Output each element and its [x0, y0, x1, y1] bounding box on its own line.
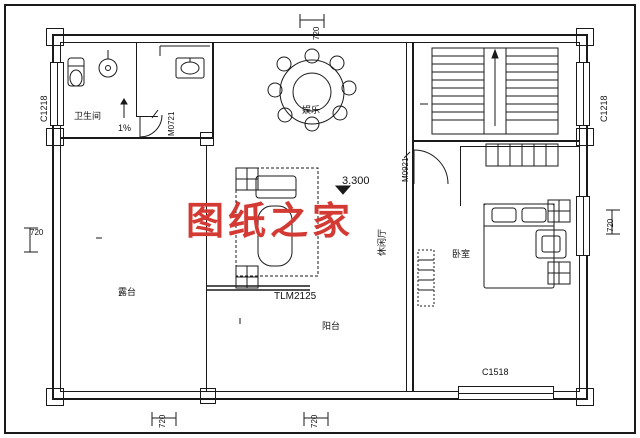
- dim-bottom-720-b: 720: [310, 414, 319, 428]
- dim-left-720: 720: [30, 228, 44, 237]
- sofa: [255, 175, 297, 199]
- window-tag-right-c1218: C1218: [599, 95, 609, 122]
- lounge-area: [235, 167, 319, 277]
- room-label-lounge: 休闲厅: [377, 228, 387, 256]
- chair: [332, 105, 348, 121]
- room-label-terrace: 露台: [118, 287, 137, 297]
- window-mullion: [57, 62, 58, 126]
- dining-table: [279, 59, 345, 125]
- column: [200, 388, 216, 404]
- room-label-bedroom: 卧室: [452, 249, 471, 259]
- armchair: [535, 229, 567, 259]
- pillow: [521, 207, 547, 223]
- wall-bathroom-right: [212, 42, 214, 138]
- dim-bottom-720-a: 720: [158, 414, 167, 428]
- level-marker-text: 3.300: [342, 175, 370, 187]
- window-mullion: [583, 62, 584, 126]
- staircase: [431, 47, 485, 135]
- chair: [341, 80, 357, 96]
- window-mullion: [583, 196, 584, 256]
- chair: [329, 55, 345, 71]
- window-tag-bottom-c1518: C1518: [482, 367, 509, 377]
- wall-bathroom-mid: [136, 42, 137, 116]
- column: [576, 28, 594, 46]
- wall-center-vertical-inner: [406, 42, 407, 392]
- wall-bedroom-top: [460, 146, 580, 147]
- window-tag-left-c1218: C1218: [39, 95, 49, 122]
- sheet-outer-border: [4, 4, 636, 434]
- shower-icon: [98, 58, 118, 78]
- wall-bathroom-sub: [136, 116, 158, 117]
- pillow: [491, 207, 517, 223]
- chair: [277, 107, 293, 123]
- door-tag-m0921: M0921: [401, 157, 410, 182]
- column: [576, 128, 594, 146]
- column: [46, 28, 64, 46]
- chair: [267, 82, 283, 98]
- column: [46, 388, 64, 406]
- room-label-bathroom: 卫生间: [74, 111, 102, 121]
- wall-terrace-divider: [206, 146, 207, 392]
- sliding-door-tag: TLM2125: [274, 291, 317, 302]
- wall-stair-bottom: [412, 140, 580, 142]
- chair: [304, 48, 320, 64]
- room-label-entertainment: 娱乐: [302, 105, 321, 115]
- wall-center-vertical: [412, 42, 414, 392]
- watermark: 图纸之家: [186, 199, 355, 243]
- room-label-balcony: 阳台: [322, 321, 341, 331]
- door-swing-bathroom: [139, 114, 163, 138]
- wall-bedroom-left: [460, 146, 461, 206]
- dim-top-720: 720: [312, 26, 321, 40]
- door-tag-m0721: M0721: [167, 111, 176, 136]
- slope-note: 1%: [118, 123, 132, 133]
- column: [576, 388, 594, 406]
- column: [200, 132, 214, 146]
- dim-right-720: 720: [606, 218, 615, 232]
- door-swing-bedroom: [413, 149, 449, 185]
- window-mullion: [458, 393, 554, 394]
- chair: [276, 56, 292, 72]
- level-marker-symbol: [334, 185, 352, 195]
- bed: [483, 203, 555, 289]
- chair: [304, 116, 320, 132]
- coffee-table: [257, 205, 293, 267]
- wall-bathroom-bottom: [60, 137, 214, 139]
